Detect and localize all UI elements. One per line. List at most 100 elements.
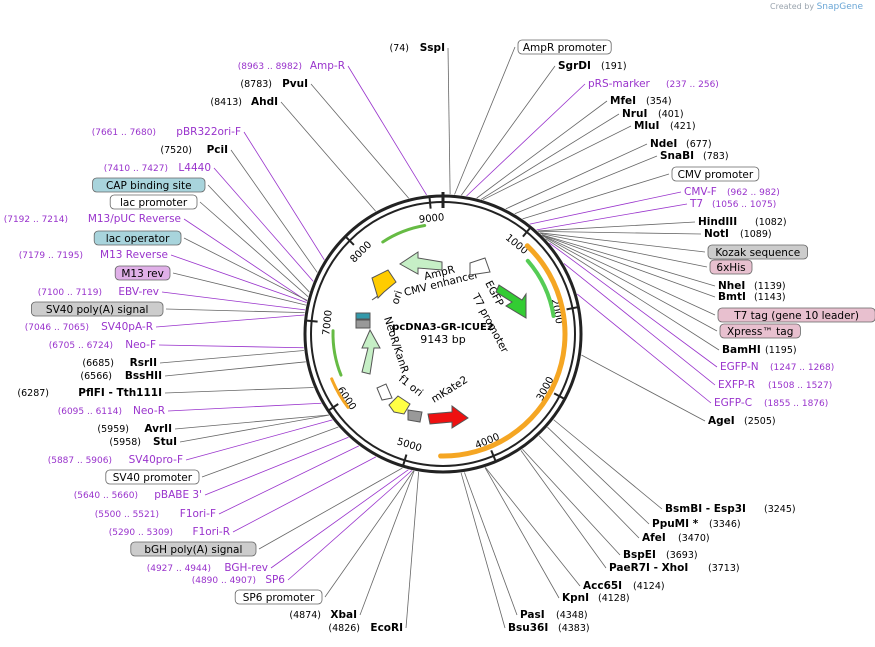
leader-line	[172, 272, 307, 306]
site-hindiii[interactable]: HindIII(1082)	[698, 216, 787, 228]
site-m13-reverse[interactable]: M13 Reverse(7179 .. 7195)	[19, 249, 168, 261]
site-cmv-promoter[interactable]: CMV promoter	[671, 166, 760, 182]
site-pbr322ori-f[interactable]: pBR322ori-F(7661 .. 7680)	[92, 126, 241, 138]
site-bsshii[interactable]: BssHII(6566)	[80, 370, 162, 382]
leader-line	[258, 467, 403, 550]
site-name: PpuMI *	[652, 518, 699, 530]
site-l4440[interactable]: L4440(7410 .. 7427)	[104, 162, 211, 174]
site-agei[interactable]: AgeI(2505)	[708, 415, 776, 427]
site-sv40-promoter[interactable]: SV40 promoter	[105, 469, 200, 485]
site-bsu36i[interactable]: Bsu36I(4383)	[508, 622, 590, 634]
site-xpress-tag[interactable]: Xpress™ tag	[719, 323, 801, 339]
site-ahdi[interactable]: AhdI(8413)	[210, 96, 278, 108]
site-position: (1143)	[754, 292, 786, 303]
site-t7[interactable]: T7(1056 .. 1075)	[689, 198, 776, 210]
leader-line	[213, 167, 314, 282]
site-amp-r[interactable]: Amp-R(8963 .. 8982)	[238, 60, 345, 72]
site-exfp-r[interactable]: EXFP-R(1508 .. 1527)	[718, 379, 832, 391]
site-kpni[interactable]: KpnI(4128)	[562, 592, 630, 604]
site-ecori[interactable]: EcoRI(4826)	[328, 622, 403, 634]
site-position: (191)	[601, 61, 627, 72]
orange-insert-arc	[438, 243, 568, 459]
site-prs-marker[interactable]: pRS-marker(237 .. 256)	[588, 78, 719, 90]
leader-line	[480, 113, 620, 200]
site-nrui[interactable]: NruI(401)	[622, 108, 684, 120]
site-m13-rev[interactable]: M13 rev	[114, 265, 171, 281]
plasmid-name: pcDNA3-GR-ICUE2	[392, 322, 494, 333]
site-neo-r[interactable]: Neo-R(6095 .. 6114)	[58, 405, 165, 417]
site-stui[interactable]: StuI(5958)	[109, 436, 177, 448]
feature-box	[517, 39, 612, 55]
site-bmti[interactable]: BmtI(1143)	[718, 291, 786, 303]
site-pcii[interactable]: PciI(7520)	[160, 144, 228, 156]
site-lac-operator[interactable]: lac operator	[93, 230, 182, 246]
tick-4000	[490, 450, 497, 462]
site-position: (1195)	[765, 345, 797, 356]
leader-line	[287, 470, 413, 581]
leader-line	[165, 308, 305, 314]
site-position: (4874)	[289, 610, 321, 621]
site-f1ori-r[interactable]: F1ori-R(5290 .. 5309)	[109, 526, 230, 538]
site-cmv-f[interactable]: CMV-F(962 .. 982)	[684, 186, 780, 198]
site-position: (1247 .. 1268)	[770, 363, 834, 373]
site-6xhis[interactable]: 6xHis	[709, 259, 753, 275]
site-sspi[interactable]: SspI(74)	[389, 42, 445, 54]
site-pflfi-tth111i[interactable]: PflFI - Tth111I(6287)	[17, 387, 162, 399]
site-sv40pa-r[interactable]: SV40pA-R(7046 .. 7065)	[25, 321, 153, 333]
site-sv40pro-f[interactable]: SV40pro-F(5887 .. 5906)	[48, 454, 183, 466]
site-bgh-poly-a-signal[interactable]: bGH poly(A) signal	[130, 541, 257, 557]
leader-line	[164, 387, 314, 394]
site-egfp-n[interactable]: EGFP-N(1247 .. 1268)	[720, 361, 834, 373]
site-t7-tag-gene-10-leader-[interactable]: T7 tag (gene 10 leader)	[717, 307, 875, 323]
feature-name: M13 rev	[121, 268, 164, 280]
site-f1ori-f[interactable]: F1ori-F(5500 .. 5521)	[95, 508, 216, 520]
site-mlui[interactable]: MluI(421)	[634, 120, 696, 132]
site-snabi[interactable]: SnaBI(783)	[660, 150, 729, 162]
leader-line	[155, 314, 305, 328]
site-bsmbi-esp3i[interactable]: BsmBI - Esp3I(3245)	[665, 503, 796, 515]
site-acc65i[interactable]: Acc65I(4124)	[583, 580, 665, 592]
site-name: KpnI	[562, 592, 589, 604]
site-neo-f[interactable]: Neo-F(6705 .. 6724)	[49, 339, 156, 351]
site-avrii[interactable]: AvrII(5959)	[97, 423, 172, 435]
site-lac-promoter[interactable]: lac promoter	[109, 194, 198, 210]
site-sp6-promoter[interactable]: SP6 promoter	[234, 589, 323, 605]
site-cap-binding-site[interactable]: CAP binding site	[92, 177, 206, 193]
site-name: EcoRI	[370, 622, 403, 634]
site-name: T7	[689, 198, 703, 210]
leader-line	[170, 254, 307, 303]
leader-line	[270, 469, 409, 569]
site-pbabe-3-[interactable]: pBABE 3'(5640 .. 5660)	[74, 489, 202, 501]
site-bamhi[interactable]: BamHI(1195)	[722, 344, 797, 356]
site-mfei[interactable]: MfeI(354)	[610, 95, 672, 107]
site-name: F1ori-F	[180, 508, 216, 520]
site-nhei[interactable]: NheI(1139)	[718, 280, 786, 292]
site-sgrdi[interactable]: SgrDI (191)	[558, 60, 627, 72]
site-ampr-promoter[interactable]: AmpR promoter	[517, 39, 612, 55]
site-paer7i-xhoi[interactable]: PaeR7I - XhoI(3713)	[609, 562, 740, 574]
site-noti[interactable]: NotI(1089)	[704, 228, 772, 240]
credit-prefix: Created by	[770, 2, 815, 11]
ampr-arc	[381, 224, 427, 244]
site-name: EGFP-C	[714, 397, 752, 409]
feature-name: CMV promoter	[678, 169, 754, 181]
site-ndei[interactable]: NdeI(677)	[650, 138, 712, 150]
site-egfp-c[interactable]: EGFP-C(1855 .. 1876)	[714, 397, 828, 409]
site-kozak-sequence[interactable]: Kozak sequence	[707, 244, 808, 260]
site-position: (4348)	[556, 610, 588, 621]
site-bgh-rev[interactable]: BGH-rev(4927 .. 4944)	[147, 562, 268, 574]
site-sp6[interactable]: SP6(4890 .. 4907)	[192, 574, 286, 586]
site-pasi[interactable]: PasI(4348)	[520, 609, 588, 621]
site-afei[interactable]: AfeI(3470)	[642, 532, 710, 544]
site-bspei[interactable]: BspEI(3693)	[623, 549, 698, 561]
site-xbai[interactable]: XbaI(4874)	[289, 609, 357, 621]
site-name: SgrDI	[558, 60, 591, 72]
site-name: MfeI	[610, 95, 636, 107]
site-rsrii[interactable]: RsrII(6685)	[82, 357, 157, 369]
site-ppumi-[interactable]: PpuMI *(3346)	[652, 518, 741, 530]
site-ebv-rev[interactable]: EBV-rev(7100 .. 7119)	[38, 286, 159, 298]
site-sv40-poly-a-signal[interactable]: SV40 poly(A) signal	[30, 301, 164, 317]
site-pvui[interactable]: PvuI(8783)	[240, 78, 308, 90]
site-m13-puc-reverse[interactable]: M13/pUC Reverse(7192 .. 7214)	[4, 213, 181, 225]
feature-box	[671, 166, 760, 182]
